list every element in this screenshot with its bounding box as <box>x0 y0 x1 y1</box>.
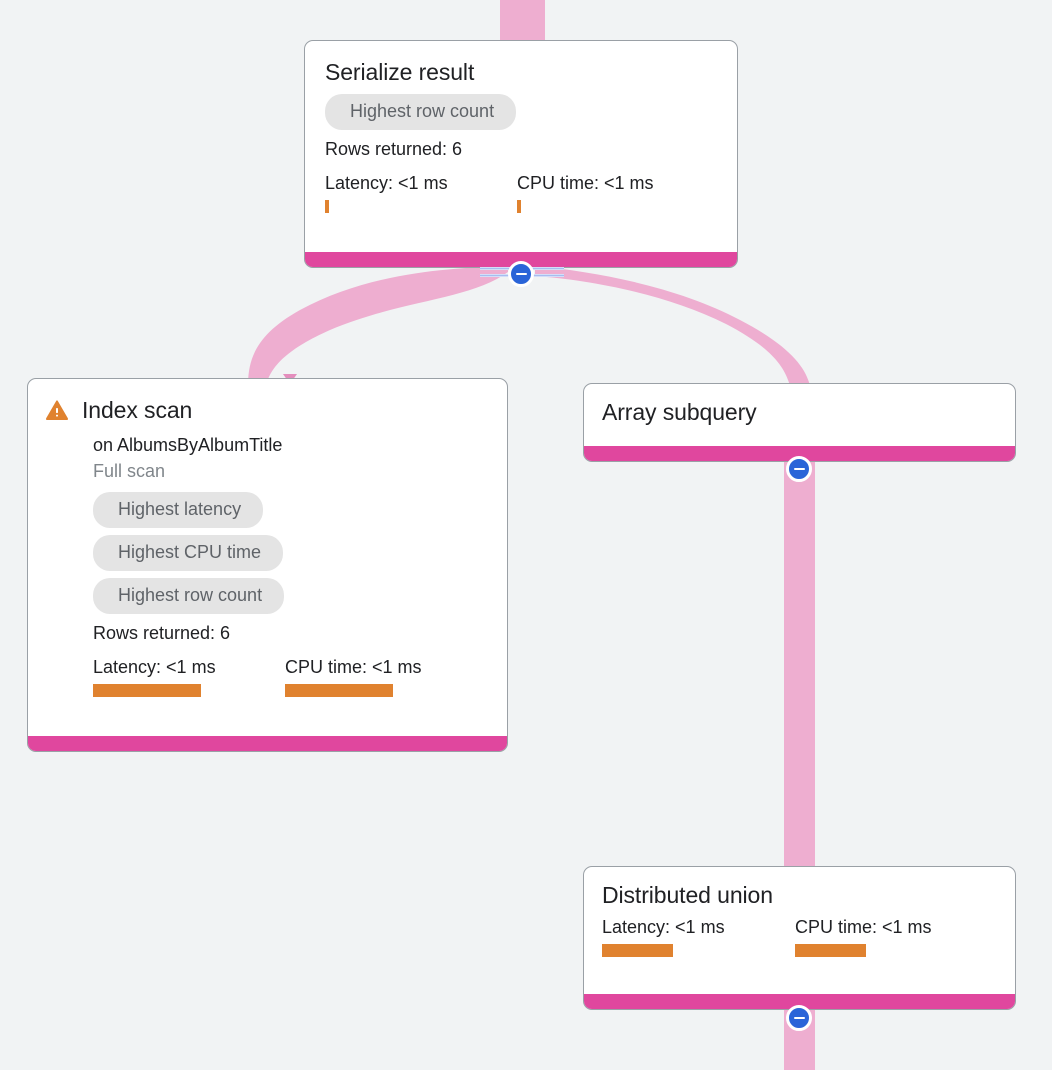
minus-icon <box>793 467 805 471</box>
node-body: Array subquery <box>584 384 1015 425</box>
metric-cpu-time: CPU time: <1 ms <box>517 173 654 214</box>
node-footer <box>584 994 1015 1009</box>
metric-latency: Latency: <1 ms <box>325 173 517 214</box>
metric-cpu-time-label: CPU time: <1 ms <box>517 173 654 194</box>
metric-cpu-time-bar <box>795 944 866 958</box>
node-body: Serialize result Highest row count Rows … <box>305 41 737 229</box>
minus-icon <box>793 1016 805 1020</box>
metric-latency-label: Latency: <1 ms <box>602 917 725 938</box>
node-body: Index scan on AlbumsByAlbumTitle Full sc… <box>28 379 507 713</box>
node-title: Array subquery <box>602 399 757 425</box>
metric-cpu-time: CPU time: <1 ms <box>285 657 422 698</box>
metric-cpu-time-label: CPU time: <1 ms <box>285 657 422 678</box>
metric-cpu-time-bar <box>285 684 393 698</box>
node-index-scan[interactable]: Index scan on AlbumsByAlbumTitle Full sc… <box>27 378 508 752</box>
node-footer <box>305 252 737 267</box>
collapse-button-distributed-union[interactable] <box>786 1005 812 1031</box>
chip-list: Highest row count <box>325 94 717 131</box>
node-distributed-union[interactable]: Distributed union Latency: <1 ms CPU tim… <box>583 866 1016 1010</box>
node-title: Index scan <box>82 397 193 423</box>
metric-latency-label: Latency: <1 ms <box>93 657 216 678</box>
rows-returned: Rows returned: 6 <box>325 139 463 160</box>
metrics: Latency: <1 ms CPU time: <1 ms <box>93 657 487 698</box>
node-subnote: Full scan <box>93 460 166 481</box>
metric-latency: Latency: <1 ms <box>602 917 795 958</box>
chip-list: Highest latency Highest CPU time Highest… <box>93 492 487 615</box>
metric-cpu-time: CPU time: <1 ms <box>795 917 932 958</box>
collapse-button-array-subquery[interactable] <box>786 456 812 482</box>
metric-cpu-time-bar <box>517 200 521 214</box>
metric-latency-bar <box>325 200 329 214</box>
metrics: Latency: <1 ms CPU time: <1 ms <box>325 173 717 214</box>
node-title-row: Array subquery <box>602 399 995 425</box>
metric-latency-bar <box>93 684 201 698</box>
chip-highest-latency: Highest latency <box>93 492 264 529</box>
node-body: Distributed union Latency: <1 ms CPU tim… <box>584 867 1015 958</box>
metric-latency-bar <box>602 944 673 958</box>
edge-serialize-to-array-subquery <box>535 266 810 386</box>
node-array-subquery[interactable]: Array subquery <box>583 383 1016 462</box>
warning-icon <box>46 400 68 421</box>
node-title: Distributed union <box>602 882 773 908</box>
node-title-row: Serialize result <box>325 59 717 85</box>
edge-serialize-to-index-scan <box>248 266 508 386</box>
node-footer <box>584 446 1015 461</box>
metric-latency: Latency: <1 ms <box>93 657 285 698</box>
chip-highest-cpu-time: Highest CPU time <box>93 535 284 572</box>
chip-highest-row-count: Highest row count <box>93 578 285 615</box>
edge-inbound-top <box>500 0 545 44</box>
node-details: on AlbumsByAlbumTitle Full scan Highest … <box>46 434 487 698</box>
node-title: Serialize result <box>325 59 475 85</box>
collapse-button-serialize-result[interactable] <box>508 261 534 287</box>
metric-cpu-time-label: CPU time: <1 ms <box>795 917 932 938</box>
minus-icon <box>515 272 527 276</box>
edge-array-to-distributed-union <box>784 462 815 870</box>
metrics: Latency: <1 ms CPU time: <1 ms <box>602 917 995 958</box>
node-footer <box>28 736 507 751</box>
metric-latency-label: Latency: <1 ms <box>325 173 448 194</box>
node-title-row: Index scan <box>46 397 487 423</box>
chip-highest-row-count: Highest row count <box>325 94 517 131</box>
node-subtitle: on AlbumsByAlbumTitle <box>93 435 283 456</box>
node-title-row: Distributed union <box>602 882 995 908</box>
node-serialize-result[interactable]: Serialize result Highest row count Rows … <box>304 40 738 268</box>
rows-returned: Rows returned: 6 <box>93 623 231 644</box>
